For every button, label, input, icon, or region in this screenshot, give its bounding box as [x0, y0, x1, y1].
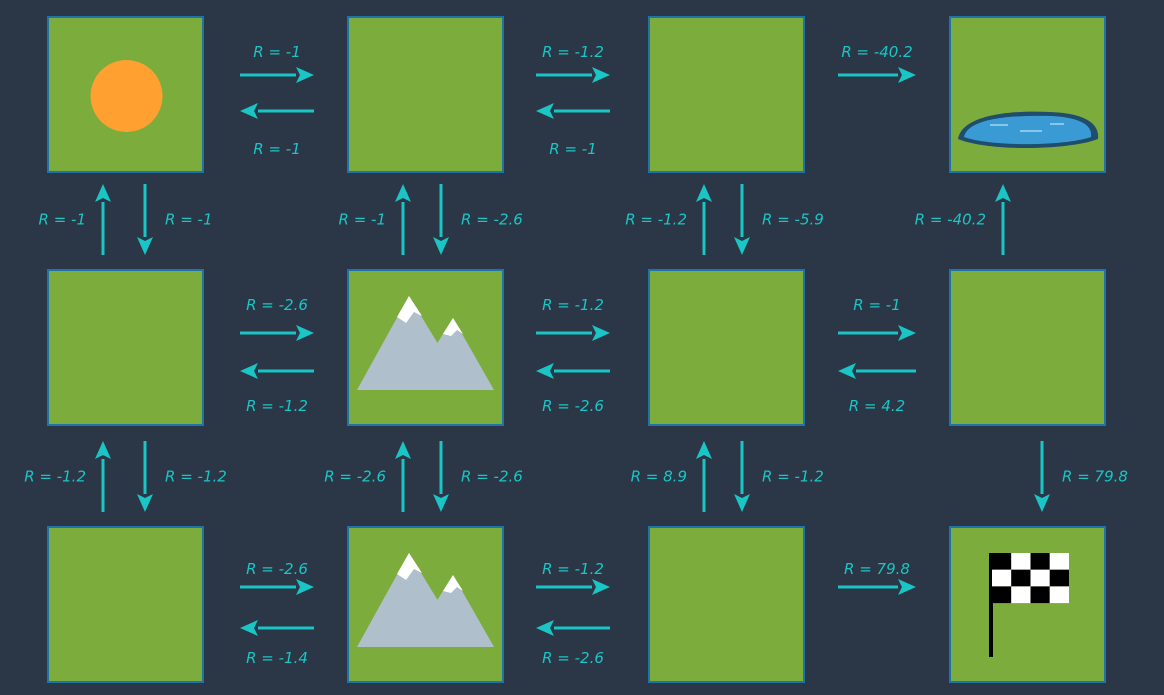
reward-label: R = -1.2	[24, 468, 86, 486]
transition-arrow	[536, 363, 610, 379]
tile-r2-c0	[47, 526, 204, 683]
transition-arrow	[838, 579, 916, 595]
transition-arrow	[137, 184, 153, 255]
tile-r1-c3	[949, 269, 1106, 426]
reward-label: R = -1.4	[246, 649, 308, 667]
reward-label: R = -1.2	[246, 397, 308, 415]
transition-arrow	[536, 67, 610, 83]
mountain-icon	[357, 553, 494, 647]
reward-label: R = 79.8	[844, 560, 910, 578]
reward-label: R = -1	[339, 211, 386, 229]
reward-label: R = -1.2	[762, 468, 824, 486]
reward-label: R = -1.2	[542, 560, 604, 578]
sun-icon	[90, 60, 163, 132]
transition-arrow	[1034, 441, 1050, 512]
transition-arrow	[696, 441, 712, 512]
transition-arrow	[734, 184, 750, 255]
reward-label: R = -1	[853, 296, 900, 314]
transition-arrow	[838, 363, 916, 379]
reward-label: R = -2.6	[246, 296, 308, 314]
transition-arrow	[536, 579, 610, 595]
reward-label: R = -2.6	[542, 649, 604, 667]
transition-arrow	[838, 67, 916, 83]
transition-arrow	[240, 363, 314, 379]
tile-r0-c1	[347, 16, 504, 173]
transition-arrow	[240, 67, 314, 83]
tile-r0-c2	[648, 16, 805, 173]
transition-arrow	[536, 103, 610, 119]
tile-r0-c0	[47, 16, 204, 173]
transition-arrow	[734, 441, 750, 512]
transition-arrow	[995, 184, 1011, 255]
transition-arrow	[240, 103, 314, 119]
reward-label: R = -2.6	[324, 468, 386, 486]
tile-r1-c2	[648, 269, 805, 426]
reward-label: R = -1.2	[165, 468, 227, 486]
tile-r1-c1	[347, 269, 504, 426]
transition-arrow	[536, 325, 610, 341]
reward-label: R = -1	[165, 211, 212, 229]
reward-label: R = -2.6	[246, 560, 308, 578]
tile-r2-c3	[949, 526, 1106, 683]
reward-label: R = -1.2	[625, 211, 687, 229]
transition-arrow	[95, 184, 111, 255]
transition-arrow	[395, 184, 411, 255]
reward-label: R = -1.2	[542, 43, 604, 61]
reward-label: R = 8.9	[631, 468, 687, 486]
transition-arrow	[433, 441, 449, 512]
reward-label: R = 4.2	[849, 397, 905, 415]
transition-arrow	[95, 441, 111, 512]
checkered-flag-icon	[989, 553, 1069, 657]
tile-r0-c3	[949, 16, 1106, 173]
transition-arrow	[536, 620, 610, 636]
reward-label: R = -1	[253, 43, 300, 61]
tile-r1-c0	[47, 269, 204, 426]
reward-label: R = -2.6	[542, 397, 604, 415]
pond-icon	[958, 111, 1099, 149]
reward-label: R = 79.8	[1062, 468, 1128, 486]
reward-label: R = -2.6	[461, 211, 523, 229]
transition-arrow	[696, 184, 712, 255]
tile-r2-c2	[648, 526, 805, 683]
tile-r2-c1	[347, 526, 504, 683]
reward-label: R = -40.2	[841, 43, 912, 61]
transition-arrow	[240, 325, 314, 341]
reward-label: R = -1	[39, 211, 86, 229]
reward-label: R = -1.2	[542, 296, 604, 314]
transition-arrow	[395, 441, 411, 512]
transition-arrow	[137, 441, 153, 512]
transition-arrow	[433, 184, 449, 255]
reward-label: R = -1	[549, 140, 596, 158]
reward-label: R = -1	[253, 140, 300, 158]
mountain-icon	[357, 296, 494, 390]
reward-label: R = -40.2	[915, 211, 986, 229]
transition-arrow	[240, 579, 314, 595]
reward-label: R = -2.6	[461, 468, 523, 486]
reward-label: R = -5.9	[762, 211, 824, 229]
transition-arrow	[240, 620, 314, 636]
transition-arrow	[838, 325, 916, 341]
